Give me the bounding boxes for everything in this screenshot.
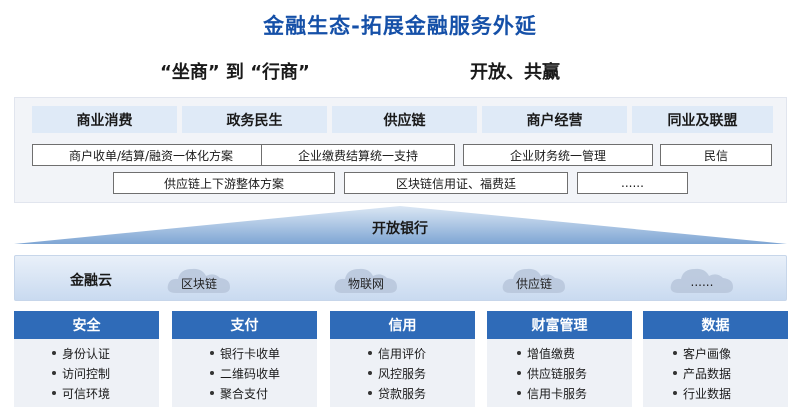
category-merchant: 商户经营: [482, 106, 627, 133]
list-item: 行业数据: [673, 383, 788, 403]
list-item: 客户画像: [673, 343, 788, 363]
column-title: 安全: [14, 311, 159, 339]
list-item: 产品数据: [673, 363, 788, 383]
bullet-icon: [210, 351, 214, 355]
cloud-item-iot: 物联网: [347, 277, 384, 291]
capability-wealth: 财富管理 增值缴费 供应链服务 信用卡服务: [487, 311, 632, 407]
bullet-icon: [673, 391, 677, 395]
scenario-item: 商户收单/结算/融资一体化方案: [32, 144, 270, 166]
list-item: 可信环境: [52, 383, 159, 403]
bullet-icon: [673, 351, 677, 355]
cloud-item-supply-chain: 供应链: [515, 277, 552, 291]
bullet-icon: [517, 391, 521, 395]
bullet-icon: [210, 391, 214, 395]
list-item: 贷款服务: [368, 383, 475, 403]
scenario-item: 企业缴费结算统一支持: [261, 144, 455, 166]
open-bank-label: 开放银行: [372, 221, 428, 237]
cloud-item-more: ......: [690, 275, 714, 289]
category-supply-chain: 供应链: [332, 106, 477, 133]
financial-cloud-title: 金融云: [70, 273, 112, 289]
cloud-icon: [334, 268, 397, 293]
bullet-icon: [368, 371, 372, 375]
scenario-item: 企业财务统一管理: [463, 144, 653, 166]
cloud-item-blockchain: 区块链: [180, 277, 217, 291]
category-government: 政务民生: [182, 106, 327, 133]
page-title: 金融生态-拓展金融服务外延: [263, 14, 537, 38]
scenario-panel: 商业消费 政务民生 供应链 商户经营 同业及联盟 商户收单/结算/融资一体化方案…: [14, 97, 787, 203]
open-bank-triangle: [14, 206, 787, 244]
bullet-icon: [517, 351, 521, 355]
bullet-icon: [368, 351, 372, 355]
cloud-icon: [670, 268, 733, 293]
financial-cloud-band: [14, 255, 787, 301]
category-alliance: 同业及联盟: [632, 106, 773, 133]
cloud-icon: [167, 268, 230, 293]
column-title: 信用: [330, 311, 475, 339]
capability-credit: 信用 信用评价 风控服务 贷款服务: [330, 311, 475, 407]
column-title: 数据: [643, 311, 788, 339]
list-item: 供应链服务: [517, 363, 632, 383]
capability-payment: 支付 银行卡收单 二维码收单 聚合支付: [172, 311, 317, 407]
subtitle-left: “坐商” 到 “行商”: [160, 62, 310, 83]
list-item: 银行卡收单: [210, 343, 317, 363]
capability-security: 安全 身份认证 访问控制 可信环境: [14, 311, 159, 407]
bullet-icon: [517, 371, 521, 375]
list-item: 风控服务: [368, 363, 475, 383]
column-title: 财富管理: [487, 311, 632, 339]
capability-data: 数据 客户画像 产品数据 行业数据: [643, 311, 788, 407]
column-title: 支付: [172, 311, 317, 339]
list-item: 访问控制: [52, 363, 159, 383]
bullet-icon: [210, 371, 214, 375]
list-item: 增值缴费: [517, 343, 632, 363]
scenario-item: 区块链信用证、福费廷: [344, 172, 568, 194]
bullet-icon: [52, 391, 56, 395]
scenario-item: ......: [577, 172, 688, 194]
list-item: 身份认证: [52, 343, 159, 363]
scenario-item: 民信: [660, 144, 772, 166]
bullet-icon: [52, 351, 56, 355]
bullet-icon: [368, 391, 372, 395]
category-commercial: 商业消费: [32, 106, 177, 133]
list-item: 聚合支付: [210, 383, 317, 403]
subtitle-right: 开放、共赢: [470, 62, 560, 83]
cloud-icon: [502, 268, 565, 293]
list-item: 二维码收单: [210, 363, 317, 383]
bullet-icon: [673, 371, 677, 375]
bullet-icon: [52, 371, 56, 375]
list-item: 信用评价: [368, 343, 475, 363]
list-item: 信用卡服务: [517, 383, 632, 403]
scenario-item: 供应链上下游整体方案: [113, 172, 335, 194]
